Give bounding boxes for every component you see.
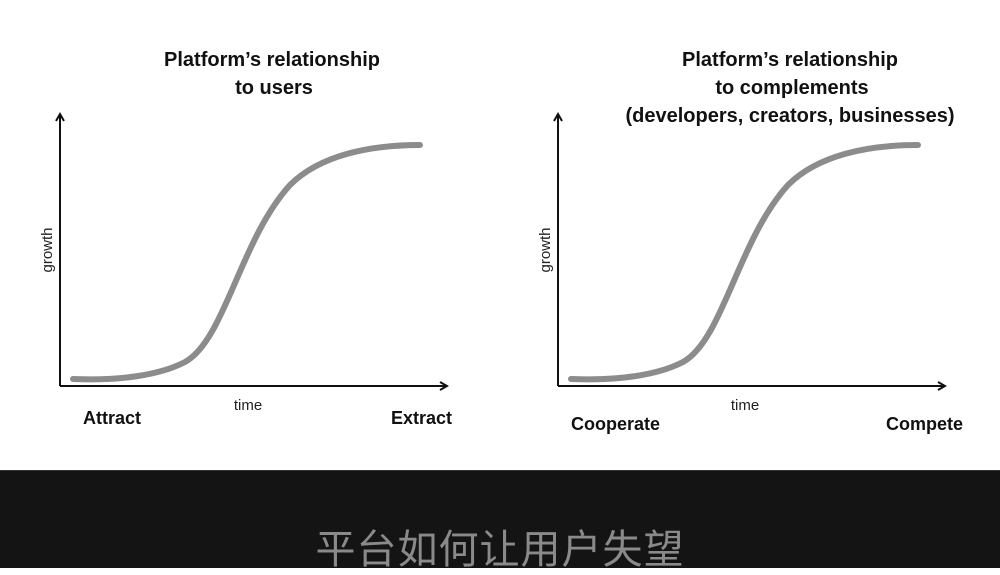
right-y-axis-label: growth bbox=[537, 227, 554, 272]
left-y-axis-label: growth bbox=[39, 227, 56, 272]
left-end-label: Extract bbox=[391, 408, 452, 428]
caption-text: 平台如何让用户失望 bbox=[315, 527, 685, 573]
left-x-axis-label: time bbox=[234, 397, 262, 414]
caption-banner: 平台如何让用户失望 bbox=[0, 470, 1000, 573]
right-start-label: Cooperate bbox=[571, 414, 660, 434]
left-panel: Platform’s relationship to users growth … bbox=[39, 49, 452, 428]
left-start-label: Attract bbox=[83, 408, 141, 428]
right-title-line-1: Platform’s relationship bbox=[682, 49, 898, 71]
right-s-curve bbox=[568, 142, 921, 383]
right-title-line-2: to complements bbox=[715, 77, 868, 99]
left-title-line-2: to users bbox=[235, 77, 313, 99]
right-end-label: Compete bbox=[886, 414, 963, 434]
left-s-curve bbox=[70, 142, 423, 383]
left-title-line-1: Platform’s relationship bbox=[164, 49, 380, 71]
right-title-line-3: (developers, creators, businesses) bbox=[625, 105, 954, 127]
right-x-axis-label: time bbox=[731, 397, 759, 414]
right-panel: Platform’s relationship to complements (… bbox=[537, 49, 963, 434]
